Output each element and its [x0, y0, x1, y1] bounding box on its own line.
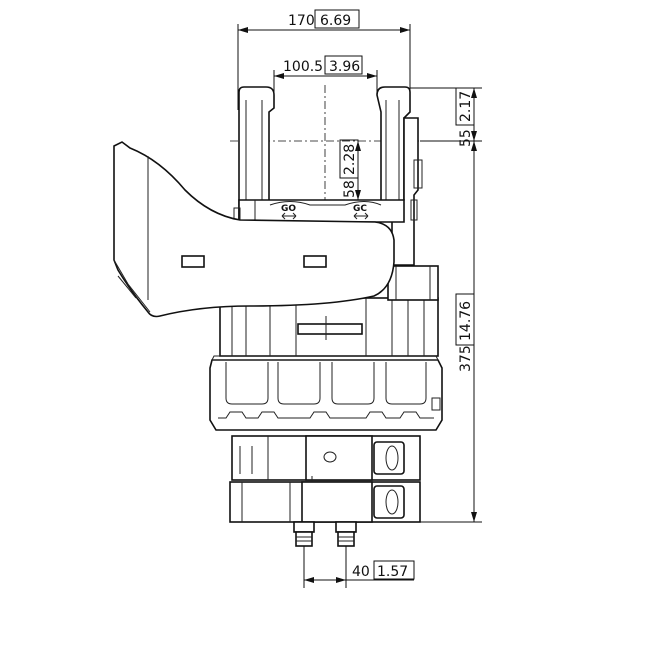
- dim-inner-width-in: 3.96: [329, 59, 360, 75]
- dim-pin-depth: 58 2.28: [339, 139, 361, 200]
- dim-top-offset-in: 2.17: [458, 91, 474, 122]
- link-arm: [113, 141, 395, 318]
- yoke-base: [238, 199, 405, 223]
- dim-top-offset-mm: 55: [458, 129, 474, 147]
- dim-overall-height-in: 14.76: [458, 301, 474, 341]
- dim-pin-depth-in-box: [339, 139, 359, 179]
- yoke-left-ear: [238, 86, 275, 219]
- port-label-gc: GC: [353, 204, 367, 214]
- dim-port-spacing-in: 1.57: [377, 564, 408, 580]
- dim-inner-width-mm: 100.5: [283, 59, 323, 75]
- hydraulic-port-left: [293, 521, 315, 547]
- dim-overall-width: 170 6.69: [237, 9, 411, 110]
- dim-overall-width-in-box: [314, 9, 360, 29]
- rotator-ring-outer: [209, 359, 443, 431]
- manifold-lower-center: [301, 481, 373, 523]
- dim-port-spacing-mm: 40: [352, 564, 370, 580]
- dim-inner-width: 100.5 3.96: [273, 55, 378, 95]
- manifold-port-hole: [323, 451, 337, 463]
- dim-overall-height-in-box: [455, 293, 475, 346]
- dim-port-spacing-in-box: [373, 560, 415, 580]
- dim-inner-width-in-box: [324, 55, 363, 75]
- link-arm-slot-left: [181, 255, 205, 268]
- dim-port-spacing: 40 1.57: [303, 540, 415, 588]
- link-arm-outline: [113, 141, 395, 318]
- link-arm-slot-right: [303, 255, 327, 268]
- top-yoke: [233, 86, 423, 266]
- dim-overall-width-mm: 170: [288, 13, 315, 29]
- dim-top-offset: 55 2.17: [410, 87, 482, 147]
- dim-pin-depth-in: 2.28: [342, 144, 358, 175]
- port-label-go: GO: [281, 204, 296, 214]
- hydraulic-manifold: [229, 435, 421, 547]
- hydraulic-port-right: [335, 521, 357, 547]
- dim-overall-height-mm: 375: [458, 345, 474, 372]
- dim-overall-width-in: 6.69: [320, 13, 351, 29]
- manifold-fitting-upper: [373, 441, 405, 475]
- rotator-upper-body: [219, 265, 439, 357]
- rotator-ring: [209, 355, 443, 431]
- dim-overall-height: 375 14.76: [420, 141, 482, 523]
- dim-top-offset-in-box: [455, 87, 475, 126]
- manifold-fitting-lower: [373, 485, 405, 519]
- rotator-slot: [297, 323, 363, 335]
- manifold-center-block: [305, 435, 373, 481]
- dim-pin-depth-mm: 58: [342, 180, 358, 198]
- port-labels: GO GC: [281, 204, 369, 220]
